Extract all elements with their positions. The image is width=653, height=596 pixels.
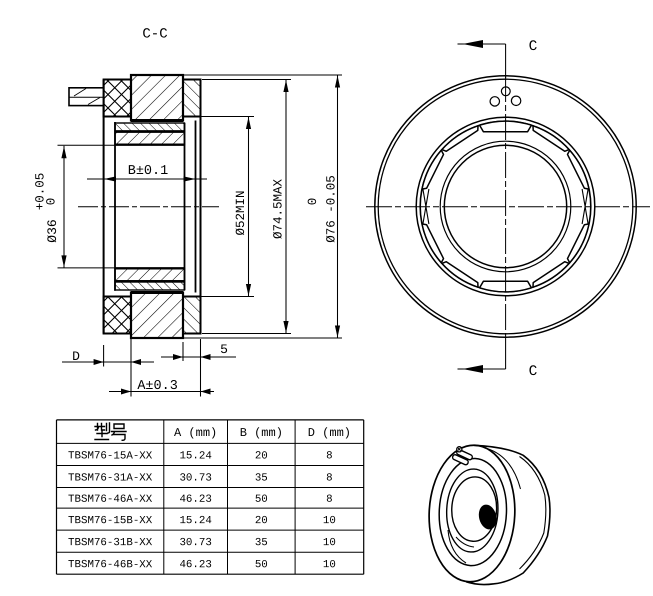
svg-text:Ø74.5MAX: Ø74.5MAX: [272, 178, 286, 239]
svg-text:35: 35: [255, 537, 268, 549]
svg-text:Ø52MIN: Ø52MIN: [234, 190, 248, 235]
svg-text:15.24: 15.24: [179, 450, 211, 462]
svg-text:Ø76 -0.05: Ø76 -0.05: [325, 175, 339, 243]
svg-text:0: 0: [45, 198, 59, 206]
svg-text:C-C: C-C: [142, 26, 167, 42]
svg-text:Ø36: Ø36: [45, 219, 60, 242]
svg-text:50: 50: [255, 559, 268, 571]
svg-text:B±0.1: B±0.1: [128, 164, 169, 179]
svg-text:15.24: 15.24: [179, 515, 211, 527]
svg-text:20: 20: [255, 450, 268, 462]
svg-text:5: 5: [220, 342, 228, 357]
svg-text:TBSM76-46B-XX: TBSM76-46B-XX: [68, 559, 153, 571]
svg-text:30.73: 30.73: [179, 472, 211, 484]
svg-text:30.73: 30.73: [179, 537, 211, 549]
svg-text:46.23: 46.23: [179, 494, 211, 506]
svg-text:8: 8: [326, 472, 332, 484]
svg-text:8: 8: [326, 450, 332, 462]
svg-text:20: 20: [255, 515, 268, 527]
svg-text:A (mm): A (mm): [174, 426, 217, 440]
svg-text:D (mm): D (mm): [308, 426, 351, 440]
svg-text:D: D: [72, 349, 80, 364]
svg-text:10: 10: [323, 515, 336, 527]
svg-text:TBSM76-15B-XX: TBSM76-15B-XX: [68, 515, 153, 527]
svg-text:10: 10: [323, 537, 336, 549]
svg-text:TBSM76-31A-XX: TBSM76-31A-XX: [68, 472, 153, 484]
svg-text:+0.05: +0.05: [33, 173, 47, 211]
svg-text:C: C: [529, 364, 538, 380]
svg-text:A±0.3: A±0.3: [137, 379, 178, 394]
svg-text:TBSM76-15A-XX: TBSM76-15A-XX: [68, 450, 153, 462]
svg-text:TBSM76-31B-XX: TBSM76-31B-XX: [68, 537, 153, 549]
svg-text:46.23: 46.23: [179, 559, 211, 571]
svg-text:TBSM76-46A-XX: TBSM76-46A-XX: [68, 494, 153, 506]
svg-text:35: 35: [255, 472, 268, 484]
svg-text:10: 10: [323, 559, 336, 571]
svg-text:0: 0: [306, 198, 320, 206]
svg-text:C: C: [529, 39, 538, 55]
svg-text:B (mm): B (mm): [240, 426, 283, 440]
svg-text:8: 8: [326, 494, 332, 506]
svg-text:50: 50: [255, 494, 268, 506]
